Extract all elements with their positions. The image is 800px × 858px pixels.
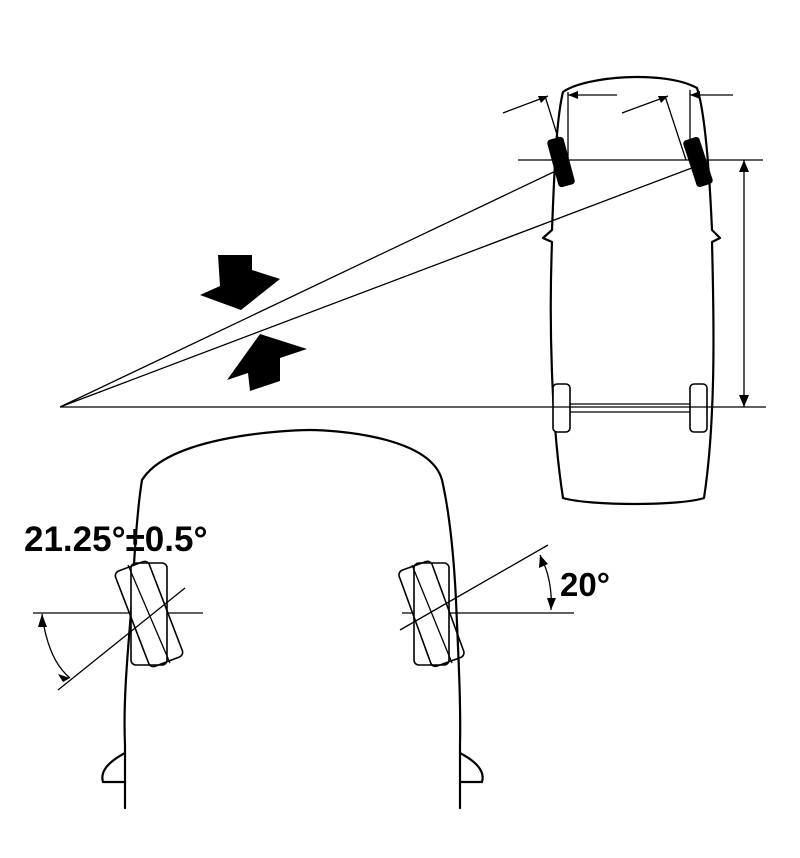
- right-wheel-turned: [398, 560, 465, 668]
- right-wheel-group: [398, 544, 574, 668]
- left-wheel-diagonal: [127, 564, 171, 664]
- left-angle-arrowhead-bottom: [58, 674, 70, 682]
- left-angle-arrowhead-top: [38, 614, 47, 627]
- small-car-rear-right-tire: [689, 383, 708, 433]
- small-car-rear-left-tire: [552, 383, 571, 433]
- right-toe-ref-line: [664, 95, 687, 161]
- left-wheel-group: [33, 560, 203, 691]
- downward-block-arrow: [200, 255, 280, 310]
- turning-radius-lines: [59, 165, 766, 408]
- right-turn-angle-label: 20°: [560, 566, 610, 603]
- small-car-front-left-tire: [547, 136, 575, 188]
- left-angle-arc: [41, 613, 71, 679]
- right-wheel-diagonal: [411, 564, 453, 664]
- large-car-top-view: [33, 428, 574, 810]
- inner-wheel-radius-line: [59, 167, 563, 408]
- left-turn-angle-label: 21.25°±0.5°: [24, 520, 208, 559]
- outer-wheel-radius-line: [59, 165, 698, 408]
- right-angle-arrowhead-top: [539, 555, 548, 568]
- right-angle-arrowhead-bottom: [547, 598, 556, 610]
- left-wheel-angle-line: [57, 587, 186, 691]
- right-wheel-angle-line: [399, 544, 549, 631]
- small-car-front-right-tire: [683, 136, 713, 188]
- large-car-right-mirror: [458, 751, 484, 784]
- left-toe-dim-arrowhead: [568, 91, 578, 99]
- right-toe-dim-arrowhead: [690, 91, 700, 99]
- wheelbase-arrow-bottom: [739, 395, 749, 407]
- left-wheel-turned: [114, 560, 184, 668]
- wheelbase-arrow-top: [739, 160, 749, 172]
- upward-block-arrow: [227, 334, 307, 391]
- small-car-top-view: [502, 75, 763, 506]
- large-car-left-mirror: [101, 751, 127, 784]
- large-car-body-outline: [123, 428, 462, 810]
